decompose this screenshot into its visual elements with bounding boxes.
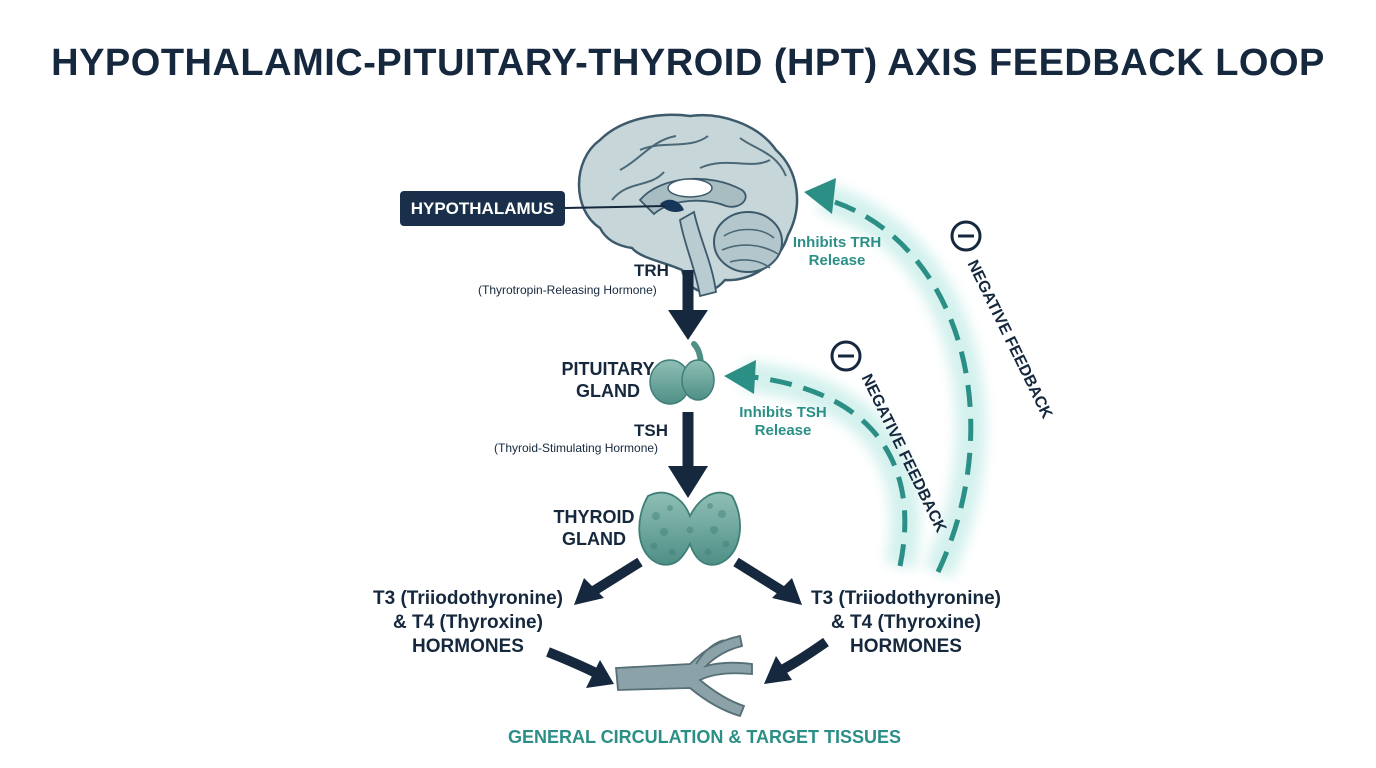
- right-hormones-line1: T3 (Triiodothyronine): [811, 588, 1001, 609]
- trh-arrow: [668, 270, 708, 340]
- inhibits-trh-line2: Release: [808, 252, 866, 269]
- trh-label: TRH: [634, 261, 669, 280]
- inhibits-tsh-line2: Release: [754, 422, 812, 439]
- inhibits-trh-line1: Inhibits TRH: [792, 234, 882, 251]
- thyroid-label-line2: GLAND: [562, 529, 626, 549]
- left-hormones-line3: HORMONES: [412, 636, 524, 657]
- thyroid-label-line1: THYROID: [553, 507, 635, 527]
- right-hormones-line3: HORMONES: [850, 636, 962, 657]
- right-hormones-to-circulation-arrow: [764, 637, 829, 684]
- blood-vessel-icon: [615, 634, 753, 718]
- negative-feedback-outer-arrow: [804, 178, 986, 579]
- trh-full-name: (Thyrotropin-Releasing Hormone): [478, 283, 657, 297]
- tsh-arrow: [668, 412, 708, 498]
- hypothalamus-connector: [564, 205, 666, 209]
- inhibits-tsh-line1: Inhibits TSH: [739, 404, 827, 421]
- left-hormones-line2: & T4 (Thyroxine): [393, 612, 543, 633]
- tsh-full-name: (Thyroid-Stimulating Hormone): [494, 441, 659, 455]
- pituitary-label-line1: PITUITARY: [561, 359, 655, 379]
- thyroid-to-right-hormones-arrow: [733, 557, 802, 605]
- pituitary-label-line2: GLAND: [576, 381, 640, 401]
- minus-circle-icon: [830, 340, 862, 372]
- page-title: HYPOTHALAMIC-PITUITARY-THYROID (HPT) AXI…: [51, 42, 1325, 84]
- right-hormones-line2: & T4 (Thyroxine): [831, 612, 981, 633]
- pituitary-gland-icon: [649, 341, 715, 405]
- thyroid-to-left-hormones-arrow: [574, 557, 643, 605]
- tsh-label: TSH: [634, 421, 668, 440]
- left-hormones-to-circulation-arrow: [546, 647, 614, 688]
- brain-icon: [577, 113, 799, 298]
- thyroid-gland-icon: [638, 491, 741, 566]
- left-hormones-line1: T3 (Triiodothyronine): [373, 588, 563, 609]
- minus-circle-icon: [950, 220, 982, 252]
- circulation-label: GENERAL CIRCULATION & TARGET TISSUES: [508, 727, 902, 747]
- negative-feedback-inner-arrow: [724, 360, 920, 570]
- hypothalamus-label: HYPOTHALAMUS: [400, 191, 565, 226]
